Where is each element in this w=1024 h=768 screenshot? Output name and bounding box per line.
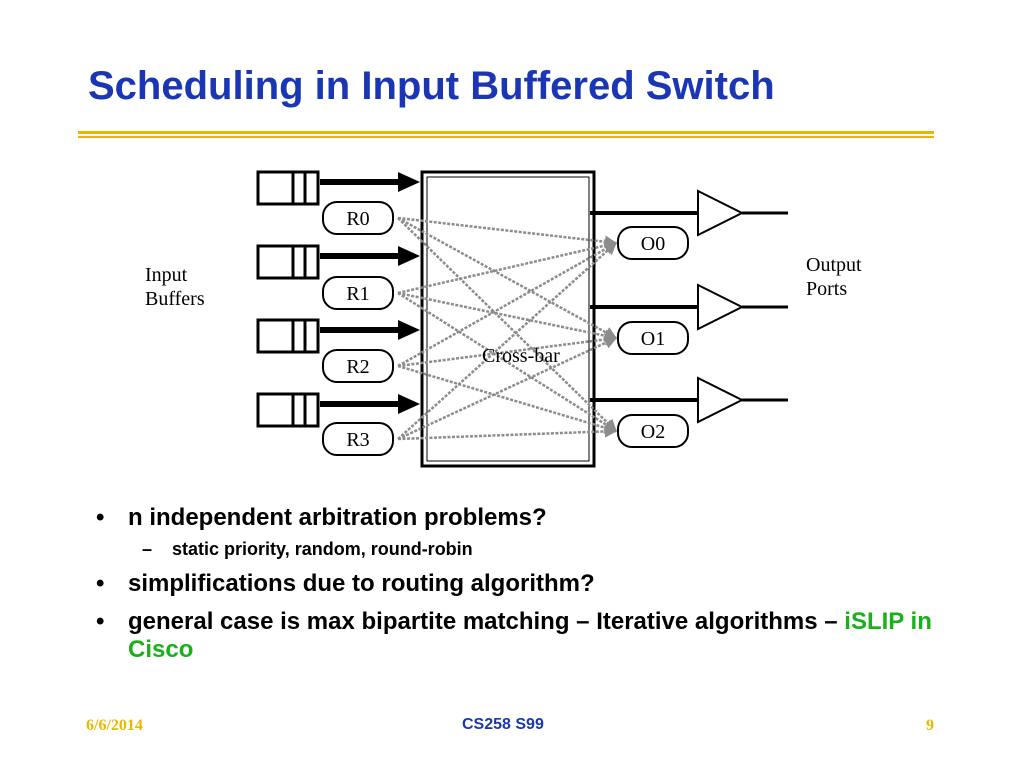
crossbar-outer-border <box>420 170 596 468</box>
sub-bullet-item: – static priority, random, round-robin <box>96 538 976 560</box>
requester-node <box>322 422 394 456</box>
bullet-dot: • <box>96 504 105 531</box>
bullet-text: simplifications due to routing algorithm… <box>128 570 595 597</box>
bullet-text: n independent arbitration problems? <box>128 504 547 531</box>
request-arrow <box>397 216 618 340</box>
input-buffers-label-line-2: Buffers <box>145 288 205 310</box>
output-node <box>617 321 689 355</box>
output-ports <box>590 189 788 424</box>
queue-box <box>256 170 320 206</box>
bullet-list: • n independent arbitration problems? – … <box>96 504 976 674</box>
requester-node <box>322 201 394 235</box>
queue-arrow-head <box>398 172 420 192</box>
sub-bullet-text: static priority, random, round-robin <box>172 539 473 559</box>
output-ports-label-line-1: Output <box>806 254 862 276</box>
request-arrow <box>397 425 618 441</box>
queue-box <box>256 392 320 428</box>
input-buffer-queues <box>256 170 420 428</box>
request-arrow <box>397 217 617 432</box>
request-arrows <box>397 216 618 441</box>
requester-label: R3 <box>346 429 369 451</box>
port-triangle <box>697 283 745 331</box>
request-arrow <box>397 291 618 433</box>
queue-arrow-head <box>398 394 420 414</box>
crossbar-inner-border <box>426 176 590 462</box>
sub-bullet-dash: – <box>142 539 153 559</box>
crossbar-label: Cross-bar <box>482 345 560 367</box>
output-node <box>617 414 689 448</box>
output-label: O2 <box>641 421 665 443</box>
requester-label: R2 <box>346 356 369 378</box>
requester-label: R1 <box>346 283 369 305</box>
title-rule-secondary <box>78 136 934 138</box>
request-arrow <box>397 291 618 342</box>
footer-date: 6/6/2014 <box>86 717 143 734</box>
request-arrow <box>397 239 618 295</box>
requester-label: R0 <box>346 208 369 230</box>
queue-arrow-head <box>398 246 420 266</box>
port-triangle <box>697 376 745 424</box>
input-buffers-label-line-1: Input <box>145 264 188 286</box>
request-arrow <box>397 242 617 440</box>
request-arrow <box>397 216 618 248</box>
port-triangle <box>697 189 745 237</box>
bullet-item: • general case is max bipartite matching… <box>96 608 976 664</box>
bullet-dot: • <box>96 608 105 635</box>
requester-node <box>322 276 394 310</box>
footer-page-number: 9 <box>926 717 934 734</box>
output-label: O0 <box>641 233 665 255</box>
bullet-dot: • <box>96 570 105 597</box>
queue-box <box>256 244 320 280</box>
bullet-item: • n independent arbitration problems? <box>96 504 976 532</box>
output-node <box>617 226 689 260</box>
bullet-item: • simplifications due to routing algorit… <box>96 570 976 598</box>
footer-course: CS258 S99 <box>462 716 544 733</box>
crossbar-box <box>420 170 596 468</box>
request-arrow <box>397 336 618 441</box>
slide-title: Scheduling in Input Buffered Switch <box>88 64 775 108</box>
requester-node <box>322 349 394 383</box>
bullet-highlight: iSLIP in Cisco <box>128 608 932 663</box>
bullet-text: general case is max bipartite matching –… <box>128 608 845 635</box>
output-label: O1 <box>641 328 665 350</box>
queue-arrow-head <box>398 320 420 340</box>
title-rule <box>78 131 934 134</box>
request-arrow <box>397 241 618 368</box>
output-ports-label-line-2: Ports <box>806 278 847 300</box>
queue-box <box>256 318 320 354</box>
request-arrow <box>397 333 618 368</box>
request-arrow <box>397 364 618 434</box>
